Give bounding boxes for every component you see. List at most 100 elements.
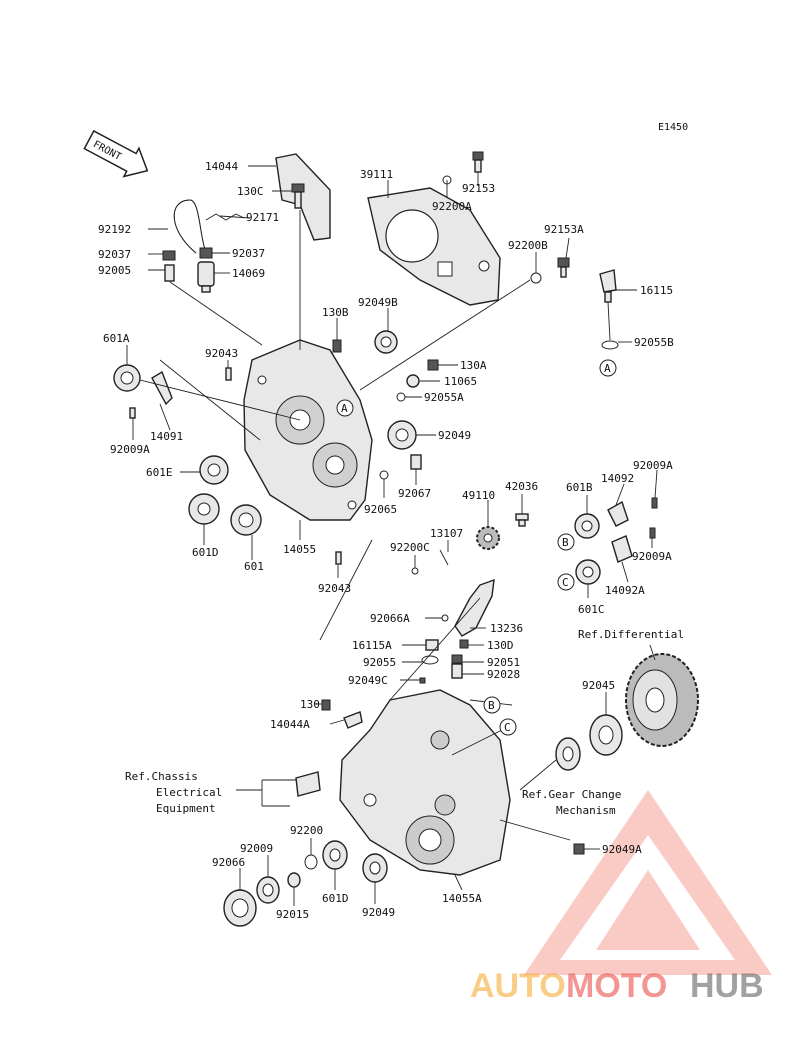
part-label: 92009A bbox=[632, 550, 672, 563]
part-label: 92055B bbox=[634, 336, 674, 349]
part-label: 92067 bbox=[398, 487, 431, 500]
part-label: 92009A bbox=[110, 443, 150, 456]
part-label: 11065 bbox=[444, 375, 477, 388]
bolt-130C bbox=[291, 183, 305, 209]
gear-change-mechanism bbox=[555, 737, 581, 771]
part-label: 92051 bbox=[487, 656, 520, 669]
transmission-case-14055A bbox=[339, 689, 511, 876]
bracket-electrical bbox=[295, 771, 321, 797]
reference-label: Equipment bbox=[156, 802, 216, 815]
alignment-lines bbox=[139, 210, 571, 841]
part-label: 92153A bbox=[544, 223, 584, 236]
part-label: 92200A bbox=[432, 200, 472, 213]
bracket-14044 bbox=[275, 153, 331, 241]
part-label: 14092 bbox=[601, 472, 634, 485]
oil-seal-92009 bbox=[256, 876, 280, 904]
part-label: 130C bbox=[237, 185, 264, 198]
screw-92009A-right-bottom bbox=[649, 527, 656, 539]
transmission-case-14055 bbox=[243, 339, 373, 521]
part-label: 92049 bbox=[438, 429, 471, 442]
part-label: 92065 bbox=[364, 503, 397, 516]
part-label: 16115A bbox=[352, 639, 392, 652]
part-label: 130B bbox=[322, 306, 349, 319]
part-label: 14055 bbox=[283, 543, 316, 556]
part-label: 14091 bbox=[150, 430, 183, 443]
fitting-92005 bbox=[164, 264, 175, 282]
reference-label: Ref.Chassis bbox=[125, 770, 198, 783]
svg-text:B: B bbox=[488, 699, 495, 712]
shaft-42036 bbox=[515, 513, 529, 527]
part-labels: 14044 130C 92192 92171 92037 92037 92005… bbox=[98, 160, 684, 921]
bearing-601 bbox=[230, 504, 262, 536]
bracket-14044A bbox=[343, 711, 363, 729]
part-label: 16115 bbox=[640, 284, 673, 297]
part-label: 601C bbox=[578, 603, 605, 616]
part-label: 14069 bbox=[232, 267, 265, 280]
bolt-92153A bbox=[557, 257, 570, 278]
part-label: 92049C bbox=[348, 674, 388, 687]
part-label: 601 bbox=[244, 560, 264, 573]
bracket-14091 bbox=[151, 370, 173, 406]
bracket-14092A bbox=[611, 535, 633, 563]
clamp-92037-left bbox=[162, 250, 176, 261]
part-label: 92037 bbox=[98, 248, 131, 261]
bearing-601D bbox=[188, 493, 220, 525]
callout-A-right: A bbox=[599, 359, 617, 377]
part-label: 92015 bbox=[276, 908, 309, 921]
breather-stem bbox=[201, 285, 211, 293]
cover-plate-39111 bbox=[367, 187, 501, 306]
bolt-130A bbox=[427, 359, 439, 371]
bolt-130 bbox=[321, 699, 331, 711]
svg-text:MOTO: MOTO bbox=[566, 967, 667, 1005]
seal-92049A bbox=[573, 843, 585, 855]
reference-label: Mechanism bbox=[556, 804, 616, 817]
svg-text:HUB: HUB bbox=[690, 967, 764, 1005]
part-label: 92009A bbox=[633, 459, 673, 472]
plug-11065 bbox=[406, 374, 420, 388]
part-label: 14044A bbox=[270, 718, 310, 731]
callout-B-lower: B bbox=[483, 696, 501, 714]
bolt-130B bbox=[332, 339, 342, 353]
part-label: 92009 bbox=[240, 842, 273, 855]
bearing-601D-lower bbox=[322, 840, 348, 870]
part-label: 92043 bbox=[205, 347, 238, 360]
part-label: 13107 bbox=[430, 527, 463, 540]
part-label: 92049B bbox=[358, 296, 398, 309]
front-arrow-icon: FRONT bbox=[83, 129, 149, 178]
bolt-130D bbox=[459, 639, 469, 649]
o-ring-92055B bbox=[601, 340, 619, 350]
callout-C-lower: C bbox=[499, 718, 517, 736]
pin-92043-top bbox=[225, 367, 232, 381]
washer-92200C bbox=[411, 567, 419, 575]
o-ring-92055 bbox=[421, 655, 439, 665]
part-label: 49110 bbox=[462, 489, 495, 502]
part-label: 92049 bbox=[362, 906, 395, 919]
part-label: 92192 bbox=[98, 223, 131, 236]
bolt-92153 bbox=[472, 151, 484, 173]
o-ring-92055A bbox=[396, 392, 406, 402]
part-label: 13236 bbox=[490, 622, 523, 635]
bushing-92015 bbox=[287, 872, 301, 888]
svg-text:A: A bbox=[604, 362, 611, 375]
cap-16115A bbox=[425, 639, 439, 651]
svg-text:A: A bbox=[341, 402, 348, 415]
ring-92049C bbox=[419, 677, 426, 684]
part-label: 130D bbox=[487, 639, 514, 652]
part-label: 92005 bbox=[98, 264, 131, 277]
part-label: 92028 bbox=[487, 668, 520, 681]
part-label: 39111 bbox=[360, 168, 393, 181]
gear-49110 bbox=[476, 526, 500, 550]
reference-label: Electrical bbox=[156, 786, 222, 799]
part-label: 14044 bbox=[205, 160, 238, 173]
pin-92043-bottom bbox=[335, 551, 342, 565]
watermark-logo-triangle bbox=[524, 790, 772, 975]
part-label: 92153 bbox=[462, 182, 495, 195]
part-label: 92200B bbox=[508, 239, 548, 252]
reference-label: Ref.Differential bbox=[578, 628, 684, 641]
part-label: 92171 bbox=[246, 211, 279, 224]
differential-gear bbox=[625, 653, 699, 747]
callout-A-top: A bbox=[336, 399, 354, 417]
oil-seal-92049-lower bbox=[362, 853, 388, 883]
leader-lines bbox=[126, 165, 658, 906]
